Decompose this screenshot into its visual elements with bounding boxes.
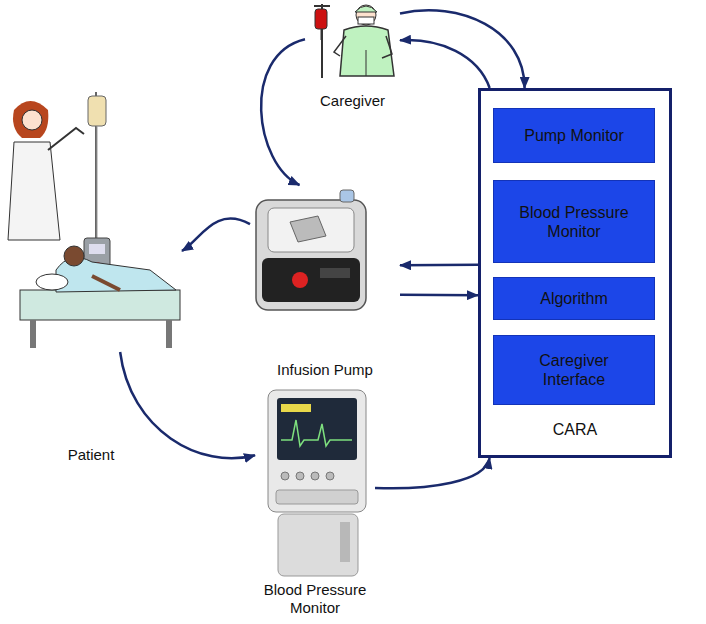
node-label: Caregiver bbox=[305, 92, 400, 110]
arrow-connector bbox=[400, 264, 478, 267]
system-box: CARA Pump MonitorBlood Pressure MonitorAl… bbox=[478, 88, 672, 458]
module-label: Pump Monitor bbox=[524, 126, 624, 145]
arrow-connector bbox=[400, 294, 478, 297]
pump-node: Infusion Pump bbox=[250, 185, 400, 381]
arrow-connector bbox=[182, 219, 250, 251]
node-label: CARA bbox=[481, 421, 669, 439]
module-box: Caregiver Interface bbox=[493, 335, 655, 405]
module-box: Algorithm bbox=[493, 277, 655, 320]
module-box: Pump Monitor bbox=[493, 108, 655, 163]
arrow-connector bbox=[120, 352, 255, 458]
arrow-connector bbox=[400, 10, 525, 88]
module-box: Blood Pressure Monitor bbox=[493, 180, 655, 263]
arrow-connector bbox=[375, 458, 490, 488]
node-label: Patient bbox=[0, 446, 182, 464]
monitor-node: Blood Pressure Monitor bbox=[255, 385, 375, 619]
module-label: Blood Pressure Monitor bbox=[514, 203, 634, 241]
arrow-connector bbox=[400, 40, 490, 88]
node-label: Infusion Pump bbox=[250, 361, 400, 379]
arrow-connector bbox=[261, 39, 305, 185]
patient-node: Patient bbox=[0, 86, 182, 352]
patient-scene bbox=[0, 88, 180, 350]
node-label: Blood Pressure Monitor bbox=[255, 581, 375, 617]
module-label: Caregiver Interface bbox=[514, 351, 634, 389]
blood-pressure-monitor-picture bbox=[268, 390, 366, 576]
infusion-pump-picture bbox=[256, 190, 366, 310]
caregiver-node: Caregiver bbox=[305, 0, 400, 112]
module-label: Algorithm bbox=[540, 289, 608, 308]
caregiver-figure bbox=[314, 4, 394, 78]
